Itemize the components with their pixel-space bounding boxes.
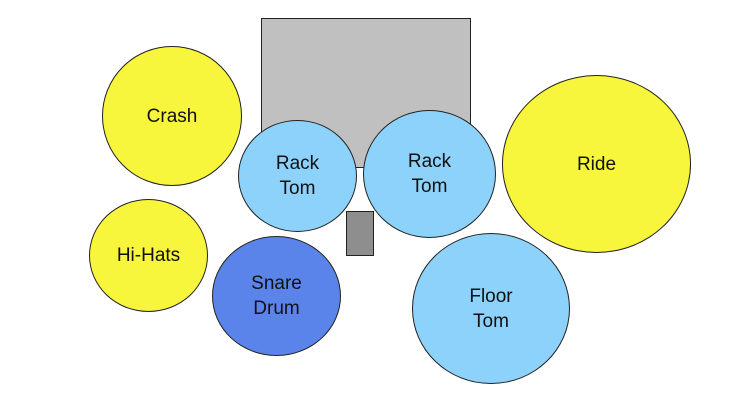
- crash-cymbal: Crash: [102, 46, 242, 186]
- rack-tom-left: Rack Tom: [238, 120, 357, 232]
- ride-label: Ride: [576, 153, 617, 175]
- floor-tom-label: Floor Tom: [469, 285, 513, 332]
- ride-cymbal: Ride: [502, 75, 691, 253]
- rack-tom-left-label: Rack Tom: [275, 153, 320, 199]
- snare-drum-label: Snare Drum: [251, 273, 302, 319]
- hi-hats-label: Hi-Hats: [116, 245, 181, 266]
- crash-label: Crash: [146, 105, 198, 127]
- floor-tom: Floor Tom: [412, 233, 570, 384]
- snare-drum: Snare Drum: [212, 236, 341, 356]
- rack-tom-right-label: Rack Tom: [407, 151, 452, 197]
- rack-tom-right: Rack Tom: [363, 110, 496, 238]
- hi-hats-cymbal: Hi-Hats: [89, 199, 208, 312]
- drum-throne: [346, 211, 374, 256]
